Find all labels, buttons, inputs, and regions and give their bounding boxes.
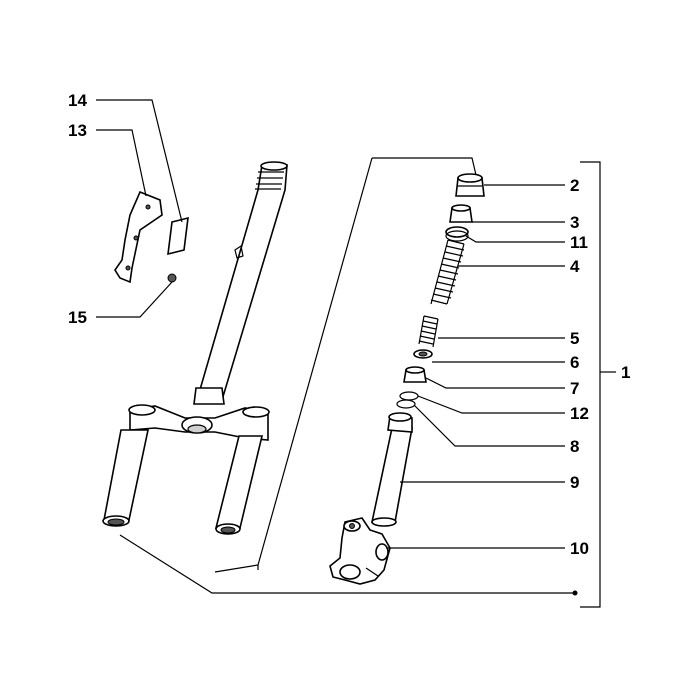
main-spring bbox=[430, 239, 465, 305]
wheel-hub-support bbox=[329, 517, 391, 585]
callout-6: 6 bbox=[570, 353, 579, 372]
circlip-12 bbox=[399, 391, 419, 401]
ring-11 bbox=[445, 226, 469, 242]
callout-13: 13 bbox=[68, 121, 87, 140]
callout-15: 15 bbox=[68, 308, 87, 327]
bushing-7 bbox=[403, 366, 427, 383]
damper-tube bbox=[371, 412, 413, 527]
callout-2: 2 bbox=[570, 176, 579, 195]
spacer-3 bbox=[449, 204, 473, 223]
callout-4: 4 bbox=[570, 257, 580, 276]
rubber-plate bbox=[167, 216, 189, 256]
callout-3: 3 bbox=[570, 213, 579, 232]
callout-10: 10 bbox=[570, 539, 589, 558]
screw bbox=[167, 273, 177, 283]
callout-1: 1 bbox=[621, 363, 630, 382]
leader-lines bbox=[96, 99, 616, 608]
upper-bushing bbox=[455, 173, 485, 197]
callout-14: 14 bbox=[68, 91, 87, 110]
ring-8 bbox=[396, 399, 416, 409]
callout-7: 7 bbox=[570, 379, 579, 398]
callout-8: 8 bbox=[570, 437, 579, 456]
mudguard-bracket bbox=[114, 190, 163, 284]
front-fork-assembly bbox=[102, 161, 288, 535]
inner-spring bbox=[418, 315, 439, 348]
callout-labels: 1 2 3 11 4 5 6 7 12 8 9 10 14 13 15 bbox=[68, 91, 630, 558]
callout-11: 11 bbox=[570, 233, 588, 252]
callout-12: 12 bbox=[570, 404, 589, 423]
callout-9: 9 bbox=[570, 473, 579, 492]
callout-5: 5 bbox=[570, 329, 579, 348]
washer-6 bbox=[413, 349, 433, 359]
